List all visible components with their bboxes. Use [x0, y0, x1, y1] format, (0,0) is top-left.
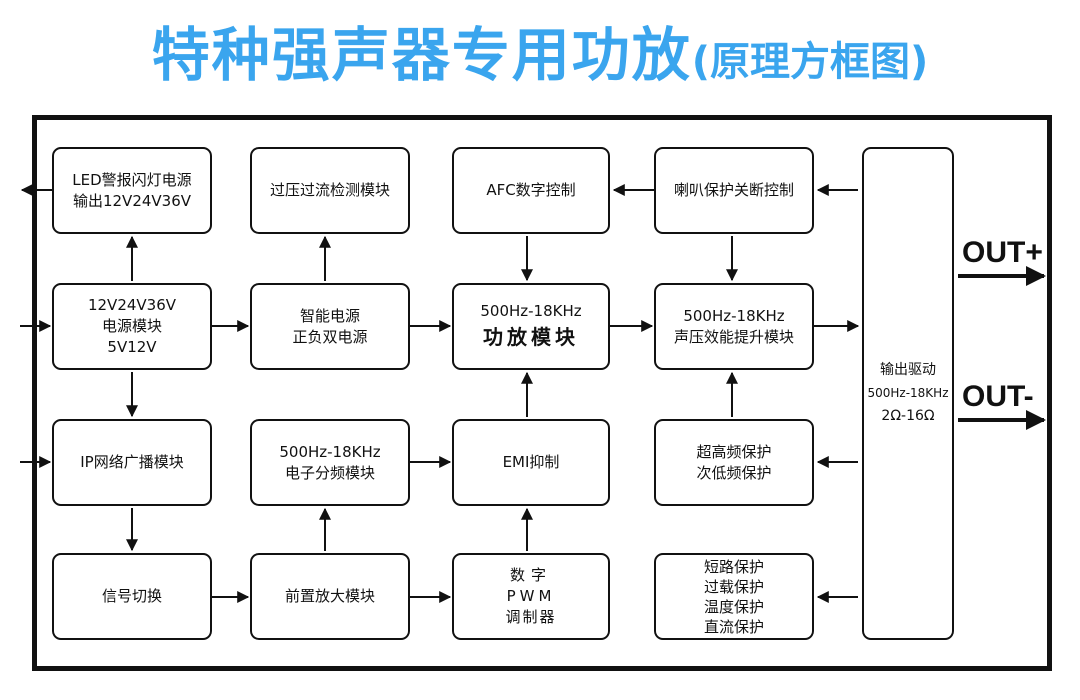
diagram-frame	[32, 115, 1052, 671]
output-driver-line3: 2Ω-16Ω	[881, 408, 935, 424]
crossover-line2: 电子分频模块	[284, 463, 375, 482]
amp-module-line2: 功放模块	[483, 325, 579, 349]
block-protections: 短路保护过载保护温度保护直流保护	[654, 553, 814, 640]
preamp-label: 前置放大模块	[284, 587, 375, 605]
block-freq-protect: 超高频保护次低频保护	[654, 419, 814, 506]
emi-label: EMI抑制	[502, 453, 560, 471]
crossover-line1: 500Hz-18KHz	[279, 442, 381, 461]
spl-boost-line1: 500Hz-18KHz	[683, 306, 785, 325]
block-signal-switch: 信号切换	[52, 553, 212, 640]
block-pwm: 数字 PWM 调制器	[452, 553, 610, 640]
power-module-line3: 5V12V	[107, 338, 157, 356]
block-preamp: 前置放大模块	[250, 553, 410, 640]
block-output-driver: 输出驱动 500Hz-18KHz 2Ω-16Ω	[862, 147, 954, 640]
smart-power-line2: 正负双电源	[292, 327, 368, 346]
block-speaker-protect: 喇叭保护关断控制	[654, 147, 814, 234]
output-driver-line1: 输出驱动	[880, 362, 936, 378]
block-emi: EMI抑制	[452, 419, 610, 506]
block-crossover: 500Hz-18KHz 电子分频模块	[250, 419, 410, 506]
ip-broadcast-label: IP网络广播模块	[80, 453, 184, 471]
pwm-line3: 调制器	[505, 608, 557, 626]
title-main: 特种强声器专用功放	[151, 21, 692, 89]
block-amp-module: 500Hz-18KHz 功放模块	[452, 283, 610, 370]
block-spl-boost: 500Hz-18KHz 声压效能提升模块	[654, 283, 814, 370]
block-power-module: 12V24V36V 电源模块 5V12V	[52, 283, 212, 370]
out-plus-label: OUT+	[962, 236, 1043, 269]
protections-line2: 过载保护	[703, 577, 764, 596]
protections-line4: 直流保护	[703, 617, 764, 636]
afc-label: AFC数字控制	[486, 181, 576, 199]
pwm-line2: PWM	[506, 587, 556, 605]
title-sub: (原理方框图)	[691, 39, 929, 85]
protections-line3: 温度保护	[703, 597, 764, 616]
block-smart-power: 智能电源正负双电源	[250, 283, 410, 370]
pwm-line1: 数字	[509, 566, 552, 584]
power-module-line1: 12V24V36V	[87, 296, 177, 314]
smart-power-line1: 智能电源	[299, 306, 360, 325]
block-afc: AFC数字控制	[452, 147, 610, 234]
out-minus-label: OUT-	[962, 380, 1034, 413]
block-led-power: LED警报闪灯电源输出12V24V36V	[52, 147, 212, 234]
freq-protect-line1: 超高频保护	[696, 442, 772, 461]
speaker-protect-label: 喇叭保护关断控制	[673, 181, 794, 199]
amp-module-line1: 500Hz-18KHz	[480, 302, 582, 320]
signal-switch-label: 信号切换	[101, 587, 162, 605]
diagram-title: 特种强声器专用功放(原理方框图)	[0, 8, 1080, 92]
protections-line1: 短路保护	[703, 557, 764, 576]
overvoltage-label: 过压过流检测模块	[269, 181, 390, 199]
block-overvoltage: 过压过流检测模块	[250, 147, 410, 234]
output-driver-line2: 500Hz-18KHz	[867, 386, 949, 400]
block-ip-broadcast: IP网络广播模块	[52, 419, 212, 506]
spl-boost-line2: 声压效能提升模块	[673, 327, 794, 346]
power-module-line2: 电源模块	[101, 317, 162, 335]
led-power-line1: LED警报闪灯电源	[72, 170, 192, 189]
led-power-line2: 输出12V24V36V	[72, 191, 192, 210]
freq-protect-line2: 次低频保护	[696, 463, 772, 482]
